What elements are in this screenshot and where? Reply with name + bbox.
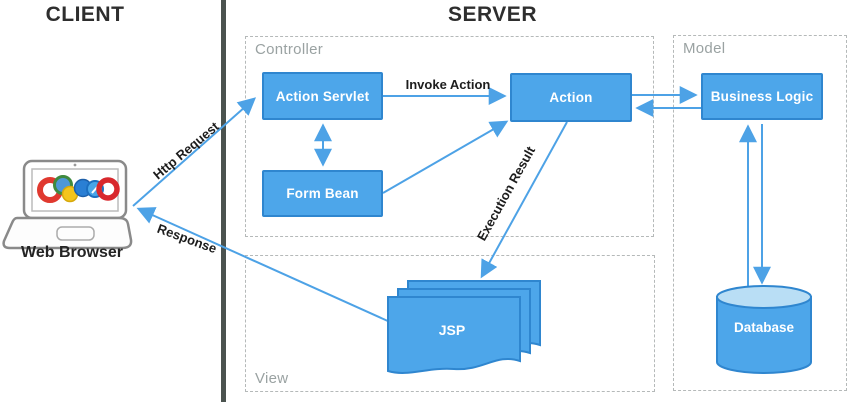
jsp-node-label: JSP <box>438 322 466 338</box>
action-node: Action <box>510 73 632 122</box>
response-arrow <box>136 207 391 323</box>
client-title: CLIENT <box>45 3 125 26</box>
browser-logos-icon <box>37 175 120 203</box>
jsp-pages-shape <box>387 280 541 374</box>
form-bean-node: Form Bean <box>262 170 383 217</box>
database-node-label: Database <box>733 320 795 335</box>
server-title: SERVER <box>448 3 537 26</box>
web-browser-caption: Web Browser <box>21 244 123 261</box>
view-region-label: View <box>255 370 289 387</box>
view-region: View <box>245 255 655 392</box>
action-servlet-node: Action Servlet <box>262 72 383 120</box>
database-cylinder-shape <box>716 285 812 374</box>
invoke-action-label: Invoke Action <box>405 77 491 92</box>
formbean-action-arrow <box>382 120 509 194</box>
model-region: Model <box>673 35 847 391</box>
model-region-label: Model <box>683 40 726 57</box>
client-server-divider <box>221 0 226 402</box>
laptop-web-browser-icon <box>2 159 133 250</box>
http-request-arrow <box>132 97 257 207</box>
controller-region: Controller <box>245 36 654 237</box>
execution-result-arrow <box>480 121 568 279</box>
business-logic-node: Business Logic <box>701 73 823 120</box>
controller-region-label: Controller <box>255 41 324 58</box>
